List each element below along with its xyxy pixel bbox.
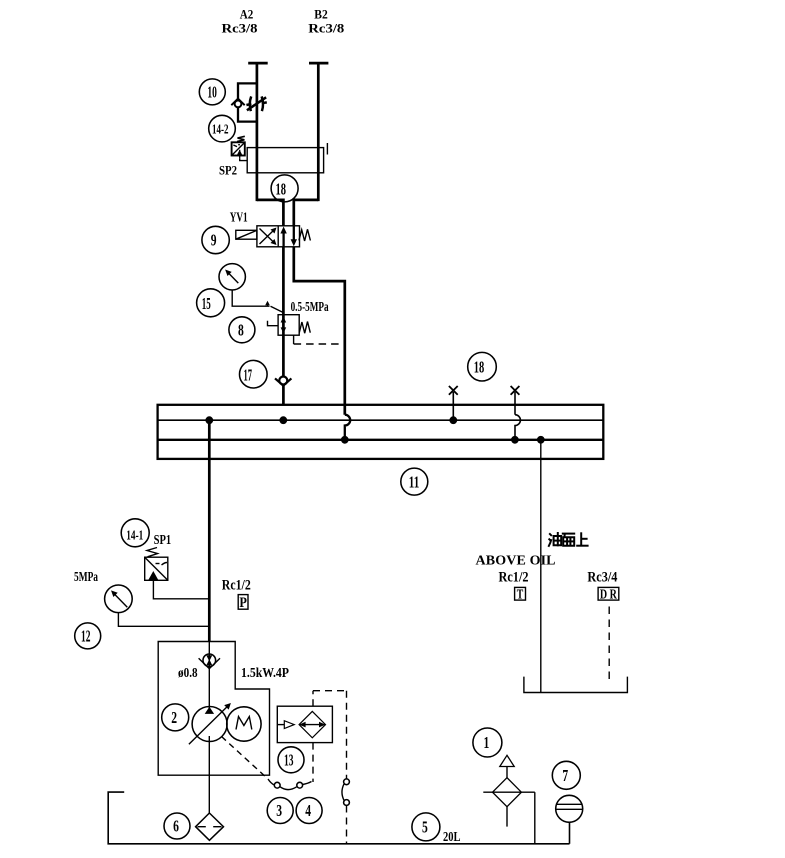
svg-text:T: T xyxy=(517,588,524,603)
svg-text:14-2: 14-2 xyxy=(212,123,229,138)
svg-text:8: 8 xyxy=(238,320,244,339)
svg-text:20L: 20L xyxy=(443,829,461,844)
svg-text:5MPa: 5MPa xyxy=(74,570,98,585)
svg-text:18: 18 xyxy=(276,179,287,198)
svg-text:SP2: SP2 xyxy=(219,163,237,178)
svg-text:10: 10 xyxy=(207,82,217,101)
svg-text:17: 17 xyxy=(244,366,253,385)
svg-text:3: 3 xyxy=(276,801,282,820)
svg-text:Rc1/2: Rc1/2 xyxy=(222,577,251,593)
svg-text:4: 4 xyxy=(305,801,311,820)
svg-text:0.5-5MPa: 0.5-5MPa xyxy=(291,300,329,315)
svg-text:Rc3/4: Rc3/4 xyxy=(587,570,617,586)
svg-text:18: 18 xyxy=(474,358,485,377)
svg-text:Rc3/8: Rc3/8 xyxy=(308,21,345,36)
svg-text:9: 9 xyxy=(211,231,217,250)
svg-text:1: 1 xyxy=(484,733,490,752)
svg-text:Rc3/8: Rc3/8 xyxy=(222,21,259,36)
svg-text:13: 13 xyxy=(284,751,294,770)
svg-text:7: 7 xyxy=(562,766,568,785)
svg-text:6: 6 xyxy=(173,817,179,836)
svg-text:ø0.8: ø0.8 xyxy=(178,666,198,681)
svg-text:5: 5 xyxy=(422,817,428,836)
svg-text:12: 12 xyxy=(81,627,91,646)
svg-text:A2: A2 xyxy=(240,7,254,22)
svg-text:ABOVE OIL: ABOVE OIL xyxy=(476,553,556,568)
svg-text:14-1: 14-1 xyxy=(126,529,143,544)
svg-text:B2: B2 xyxy=(314,7,328,22)
svg-text:11: 11 xyxy=(409,472,420,491)
svg-text:Rc1/2: Rc1/2 xyxy=(499,570,529,586)
svg-text:D R: D R xyxy=(600,588,618,603)
svg-text:P: P xyxy=(239,595,247,611)
svg-text:YV1: YV1 xyxy=(230,209,248,224)
svg-text:2: 2 xyxy=(171,708,177,727)
svg-text:15: 15 xyxy=(202,294,211,313)
svg-text:SP1: SP1 xyxy=(154,533,172,548)
svg-text:1.5kW.4P: 1.5kW.4P xyxy=(241,666,289,681)
